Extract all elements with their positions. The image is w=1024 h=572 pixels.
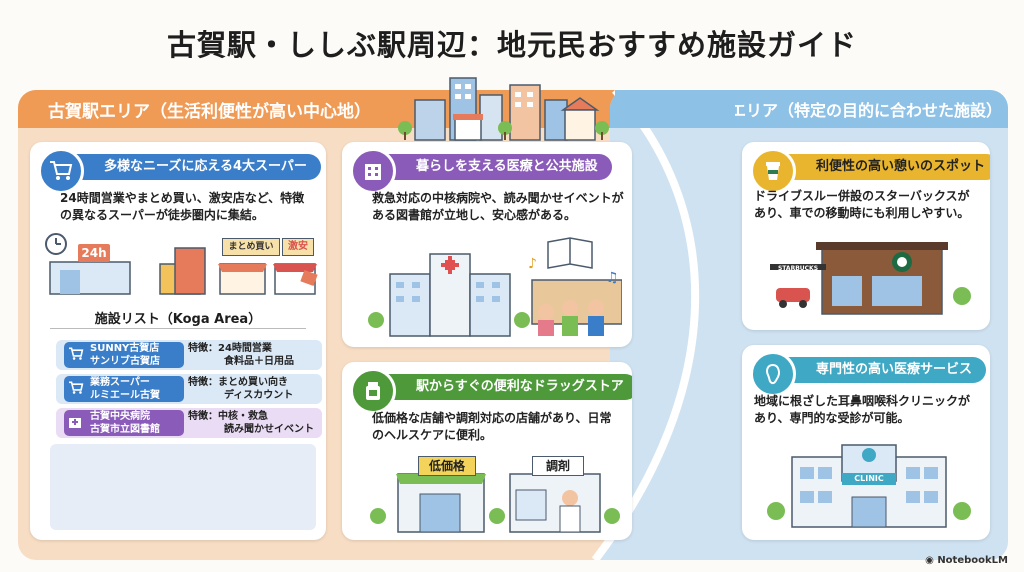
page-title: 古賀駅・ししぶ駅周辺：地元民おすすめ施設ガイド bbox=[166, 28, 857, 62]
medical-public-desc-line-1: 救急対応の中核病院や、読み聞かせイベントが bbox=[372, 191, 624, 205]
town-skyline-illustration bbox=[398, 77, 609, 141]
facility-row-3-feature-2: 読み聞かせイベント bbox=[224, 424, 314, 435]
clinic-building-illustration bbox=[767, 444, 971, 528]
hospital-building-icon bbox=[350, 148, 396, 194]
facility-row-supermarkets-2: 業務スーパールミエール古賀 特徴：まとめ買い向きディスカウント bbox=[56, 374, 322, 404]
svg-text:♫: ♫ bbox=[606, 270, 619, 286]
ent-clinic-card-title: 専門性の高い医療サービス bbox=[816, 362, 973, 377]
starbucks-desc-line-1: ドライブスルー併設のスターバックスが bbox=[754, 189, 970, 203]
supermarkets-desc-line-2: の異なるスーパーが徒歩圏内に集結。 bbox=[60, 208, 264, 222]
facility-row-1-name-2: サンリブ古賀店 bbox=[90, 356, 160, 367]
notebooklm-brand: ◉ NotebookLM bbox=[925, 555, 1008, 566]
coffee-cup-icon bbox=[750, 148, 796, 194]
panel-divider-curve bbox=[591, 90, 735, 560]
supermarkets-illustration bbox=[45, 233, 318, 295]
facility-row-1-name-1: SUNNY古賀店 bbox=[90, 343, 160, 354]
ent-clinic-desc-line-1: 地域に根ざした耳鼻咽喉科クリニックが bbox=[754, 394, 971, 408]
facility-row-2-name-1: 業務スーパー bbox=[90, 377, 150, 388]
facility-row-2-name-2: ルミエール古賀 bbox=[90, 390, 160, 401]
medicine-bottle-icon bbox=[350, 368, 396, 414]
starbucks-ribbon: 利便性の高い憩いのスポット bbox=[770, 154, 990, 180]
facility-row-3-feature-1: 特徴：中核・救急 bbox=[188, 411, 268, 422]
facility-row-1-feature-1: 特徴：24時間営業 bbox=[188, 343, 272, 354]
sign-cheap: 激安 bbox=[282, 238, 314, 256]
starbucks-card-title: 利便性の高い憩いのスポット bbox=[816, 159, 986, 174]
ent-clinic-ribbon: 専門性の高い医療サービス bbox=[770, 357, 987, 383]
facility-row-3-name-1: 古賀中央病院 bbox=[90, 411, 150, 422]
drugstores-card: 駅からすぐの便利なドラッグストア 低価格な店舗や調剤対応の店舗があり、日常 のヘ… bbox=[342, 362, 632, 540]
drugstores-desc-line-2: のヘルスケアに便利。 bbox=[372, 428, 493, 442]
ent-clinic-card: 専門性の高い医療サービス 地域に根ざした耳鼻咽喉科クリニックが あり、専門的な受… bbox=[742, 345, 990, 540]
drugstores-illustration bbox=[370, 473, 620, 533]
supermarkets-ribbon: 多様なニーズに応える4大スーパー bbox=[58, 154, 321, 180]
sign-dispensing: 調剤 bbox=[532, 456, 584, 476]
starbucks-drive-thru-illustration bbox=[770, 242, 971, 315]
drugstores-desc-line-1: 低価格な店舗や調剤対応の店舗があり、日常 bbox=[372, 411, 612, 425]
medical-public-ribbon: 暮らしを支える医療と公共施設 bbox=[370, 154, 612, 180]
drugstores-card-title: 駅からすぐの便利なドラッグストア bbox=[416, 379, 624, 394]
hospital-library-illustration: ♪ ♫ bbox=[368, 237, 622, 337]
koga-area-title: 古賀駅エリア（生活利便性が高い中心地） bbox=[48, 102, 371, 122]
facility-row-2-feature-1: 特徴：まとめ買い向き bbox=[188, 377, 288, 388]
notebooklm-brand-text: NotebookLM bbox=[937, 555, 1008, 566]
sign-low-price: 低価格 bbox=[418, 456, 476, 476]
shishibu-area-title: 駅＆しぶ駅エリア（特定の目的に合わせた施設） bbox=[650, 101, 1003, 120]
facility-row-1-feature-2: 食料品＋日用品 bbox=[224, 356, 294, 367]
facility-list-title: 施設リスト（Koga Area） bbox=[94, 312, 262, 327]
medical-public-card: 暮らしを支える医療と公共施設 救急対応の中核病院や、読み聞かせイベントが ある図… bbox=[342, 142, 632, 347]
facility-row-3-name-2: 古賀市立図書館 bbox=[90, 424, 160, 435]
facility-row-2-feature-2: ディスカウント bbox=[224, 390, 294, 401]
hospital-building-icon bbox=[69, 418, 81, 428]
starbucks-desc-line-2: あり、車での移動時にも利用しやすい。 bbox=[754, 206, 970, 220]
sign-24h: 24h bbox=[78, 244, 110, 262]
drugstores-ribbon: 駅からすぐの便利なドラッグストア bbox=[370, 374, 632, 400]
shopping-cart-icon bbox=[69, 381, 84, 394]
shopping-cart-icon bbox=[38, 148, 84, 194]
facility-row-public-3: 古賀中央病院古賀市立図書館 特徴：中核・救急読み聞かせイベント bbox=[56, 408, 322, 438]
supermarkets-desc-line-1: 24時間営業やまとめ買い、激安店など、特徴 bbox=[60, 191, 305, 205]
svg-text:♪: ♪ bbox=[528, 256, 537, 272]
facility-list-divider bbox=[50, 328, 306, 329]
medical-public-card-title: 暮らしを支える医療と公共施設 bbox=[416, 159, 598, 174]
notebooklm-logo-icon: ◉ bbox=[925, 555, 938, 566]
supermarkets-card: 多様なニーズに応える4大スーパー 24時間営業やまとめ買い、激安店など、特徴 の… bbox=[30, 142, 326, 540]
starbucks-card: 利便性の高い憩いのスポット ドライブスルー併設のスターバックスが あり、車での移… bbox=[742, 142, 990, 330]
clinic-sign-text: CLINIC bbox=[842, 473, 896, 485]
ent-clinic-desc-line-2: あり、専門的な受診が可能。 bbox=[754, 411, 910, 425]
sign-bulk-buy: まとめ買い bbox=[222, 238, 280, 256]
supermarkets-card-title: 多様なニーズに応える4大スーパー bbox=[104, 159, 307, 174]
ear-icon bbox=[750, 351, 796, 397]
starbucks-sign-text: STARBUCKS bbox=[777, 265, 819, 272]
facility-list-empty-area bbox=[50, 444, 316, 530]
shopping-cart-icon bbox=[69, 347, 84, 360]
facility-row-supermarkets-1: SUNNY古賀店サンリブ古賀店 特徴：24時間営業食料品＋日用品 bbox=[56, 340, 322, 370]
medical-public-desc-line-2: ある図書館が立地し、安心感がある。 bbox=[372, 208, 577, 222]
